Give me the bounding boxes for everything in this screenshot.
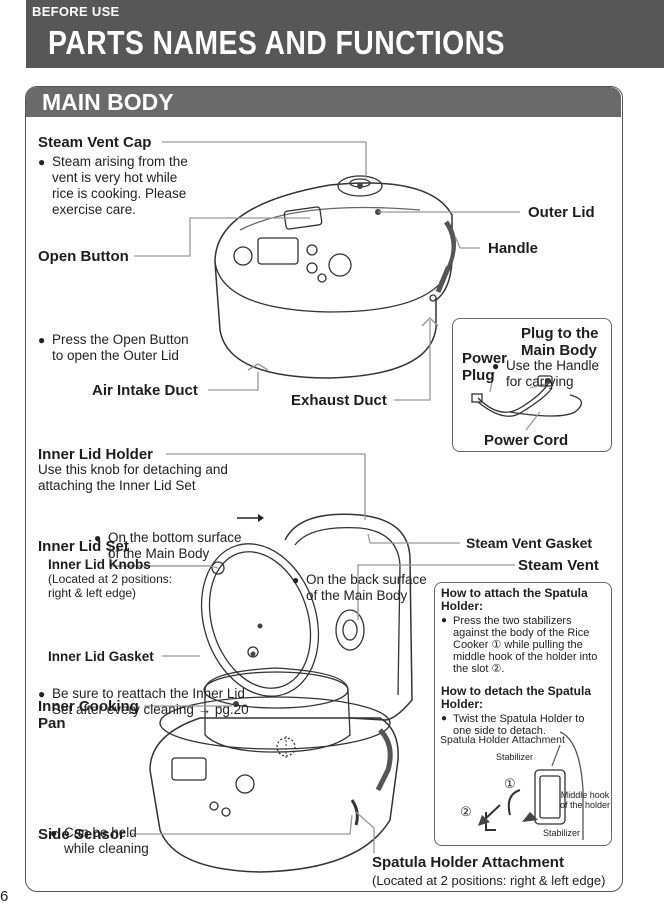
air-intake-desc-line: of the Main Body [108, 546, 210, 561]
plug-to-main-line: Main Body [521, 342, 597, 359]
rice-cooker-closed-illustration [214, 175, 456, 379]
attach-title: How to attach the Spatula Holder: [441, 587, 605, 613]
handle-desc-line: Use the Handle [506, 358, 600, 373]
label-inner-lid-set: Inner Lid Set [38, 538, 129, 555]
attach-text-line: Cooker ① while pulling the [453, 639, 583, 651]
inner-lid-holder-note: Be sure to reattach the Inner Lid Set af… [38, 686, 292, 718]
step-2-marker: ② [460, 804, 472, 819]
spatula-fig-title: Spatula Holder Attachment [440, 734, 565, 746]
detach-title: How to detach the Spatula Holder: [441, 685, 605, 711]
page-number: 6 [0, 888, 9, 905]
inner-lid-knobs-desc-line: (Located at 2 positions: [48, 572, 173, 586]
label-inner-lid-gasket: Inner Lid Gasket [48, 649, 154, 664]
label-steam-vent-cap: Steam Vent Cap [38, 134, 152, 151]
plug-to-main-line: Plug to the [521, 325, 599, 342]
label-spatula-holder-attachment: Spatula Holder Attachment [372, 854, 564, 871]
attach-text: Press the two stabilizers against the bo… [441, 615, 605, 675]
attach-text-line: middle hook of the holder into [453, 651, 598, 663]
detach-text-line: Twist the Spatula Holder to [453, 713, 585, 725]
main-body-title: MAIN BODY [42, 89, 174, 115]
spatula-holder-attachment-desc: (Located at 2 positions: right & left ed… [372, 873, 606, 888]
handle-desc-line: for carrying [506, 374, 574, 389]
attach-text-line: the slot ②. [453, 663, 505, 675]
open-button-desc-line: to open the Outer Lid [52, 348, 179, 363]
attach-title-line: Holder: [441, 599, 483, 613]
main-body-frame [25, 86, 623, 892]
attach-text-line: against the body of the Rice [453, 627, 590, 639]
header-bar: BEFORE USE PARTS NAMES AND FUNCTIONS [26, 0, 664, 68]
label-steam-vent-gasket: Steam Vent Gasket [466, 535, 593, 551]
label-power-cord: Power Cord [484, 432, 569, 449]
detach-title-line: How to detach the Spatula [441, 684, 592, 698]
air-intake-desc-line: On the bottom surface [108, 530, 242, 545]
section-label: BEFORE USE [32, 4, 120, 19]
inner-cooking-pan-line: Inner Cooking [38, 698, 139, 715]
inner-lid-knobs-note-line: while cleaning [64, 841, 149, 856]
air-intake-desc: On the bottom surface of the Main Body [94, 530, 278, 562]
step-1-marker: ① [504, 776, 516, 791]
spatula-instructions-box [434, 582, 612, 846]
label-side-sensor: Side Sensor [38, 826, 125, 843]
inner-lid-knobs-note: Can be held while cleaning [50, 825, 184, 857]
label-air-intake-duct: Air Intake Duct [92, 382, 198, 399]
label-outer-lid: Outer Lid [528, 204, 595, 221]
middle-hook-line: Middle hook [560, 790, 610, 800]
middle-hook-line: of the holder [560, 800, 611, 810]
open-button-desc: Press the Open Button to open the Outer … [38, 332, 227, 364]
stabilizer-bottom-label: Stabilizer [543, 828, 581, 838]
detach-text-line: one side to detach. [453, 725, 546, 737]
stabilizer-top-label: Stabilizer [496, 752, 534, 762]
spatula-attach-section: How to attach the Spatula Holder: Press … [441, 587, 605, 738]
exhaust-desc-line: of the Main Body [306, 588, 408, 603]
page-title: PARTS NAMES AND FUNCTIONS [48, 24, 505, 61]
label-open-button: Open Button [38, 248, 129, 265]
power-plug-line: Power [462, 350, 508, 367]
inner-lid-holder-desc-line: attaching the Inner Lid Set [38, 478, 196, 493]
inner-cooking-pan-line: Pan [38, 715, 66, 732]
label-exhaust-duct: Exhaust Duct [291, 392, 387, 409]
exhaust-desc-line: On the back surface [306, 572, 427, 587]
inner-lid-holder-note-line: Be sure to reattach the Inner Lid [52, 686, 245, 701]
detach-title-line: Holder: [441, 697, 483, 711]
exhaust-desc: On the back surface of the Main Body [292, 572, 466, 604]
label-inner-cooking-pan: Inner Cooking Pan [38, 698, 139, 732]
steam-vent-cap-desc-line: exercise care. [52, 202, 137, 217]
open-button-desc-line: Press the Open Button [52, 332, 189, 347]
steam-vent-cap-desc-line: vent is very hot while [52, 170, 178, 185]
main-body-title-bar: MAIN BODY [26, 87, 621, 117]
power-plug-line: Plug [462, 367, 495, 384]
inner-lid-knobs-note-line: Can be held [64, 825, 137, 840]
label-handle: Handle [488, 240, 539, 257]
inner-lid-knobs-desc: (Located at 2 positions: right & left ed… [48, 572, 198, 600]
attach-text-line: Press the two stabilizers [453, 615, 572, 627]
inner-lid-knobs-desc-line: right & left edge) [48, 586, 137, 600]
label-power-plug: Power Plug [462, 350, 507, 384]
steam-vent-cap-desc-line: rice is cooking. Please [52, 186, 187, 201]
label-inner-lid-holder: Inner Lid Holder [38, 446, 154, 463]
inner-lid-holder-note-line: Set after every cleaning → pg.20 [52, 702, 249, 717]
label-steam-vent: Steam Vent [518, 557, 599, 574]
handle-desc: Use the Handle for carrying [492, 358, 626, 390]
inner-lid-holder-desc-line: Use this knob for detaching and [38, 462, 228, 477]
attach-title-line: How to attach the Spatula [441, 586, 588, 600]
steam-vent-cap-desc-line: Steam arising from the [52, 154, 188, 169]
label-inner-lid-knobs: Inner Lid Knobs [48, 557, 151, 572]
detach-text: Twist the Spatula Holder to one side to … [441, 713, 605, 737]
middle-hook-label: Middle hook of the holder [560, 790, 610, 810]
inner-lid-holder-desc: Use this knob for detaching and attachin… [38, 462, 263, 494]
steam-vent-cap-desc: Steam arising from the vent is very hot … [38, 154, 222, 218]
label-plug-to-main-body: Plug to the Main Body [521, 325, 599, 359]
